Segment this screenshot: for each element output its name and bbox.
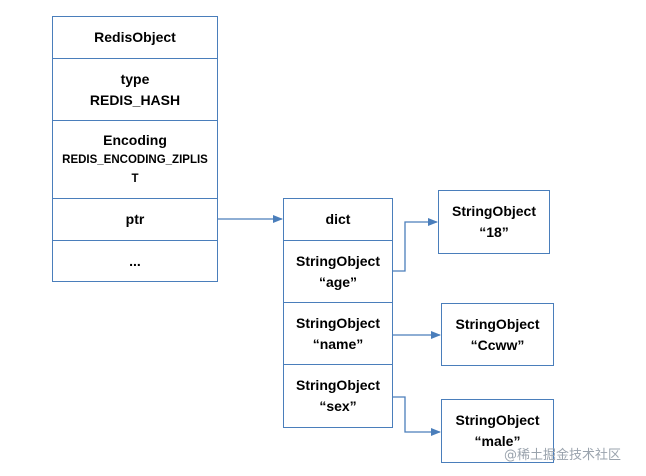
value-type: StringObject (451, 203, 536, 219)
redisobject-ptr-cell: ptr (52, 198, 218, 241)
encoding-value-line1: REDIS_ENCODING_ZIPLIS (62, 154, 208, 166)
ellipsis-label: ... (129, 252, 141, 269)
age-to-18-arrow (393, 218, 438, 272)
redisobject-title: RedisObject (94, 29, 176, 45)
dict-header: dict (283, 198, 393, 241)
dict-entry-name: StringObject “name” (283, 302, 393, 365)
value-object-ccww: StringObject “Ccww” (441, 303, 554, 366)
ptr-label: ptr (125, 211, 145, 227)
value-text: “18” (479, 224, 509, 240)
encoding-label: Encoding (103, 132, 167, 148)
entry-type: StringObject (295, 314, 380, 331)
type-label: type (120, 70, 150, 87)
dict-title: dict (325, 211, 351, 227)
entry-key: “age” (318, 273, 358, 290)
value-text: “Ccww” (470, 336, 525, 353)
value-object-18: StringObject “18” (438, 190, 550, 254)
redisobject-ellipsis-cell: ... (52, 240, 218, 282)
watermark-text: @稀土掘金技术社区 (504, 448, 622, 463)
value-type: StringObject (455, 315, 540, 332)
dict-entry-age: StringObject “age” (283, 240, 393, 303)
sex-to-male-arrow (393, 396, 441, 436)
redisobject-header: RedisObject (52, 16, 218, 59)
value-type: StringObject (455, 412, 540, 428)
value-text: “male” (474, 433, 521, 449)
entry-key: “name” (312, 335, 364, 352)
entry-type: StringObject (295, 377, 380, 393)
type-value: REDIS_HASH (89, 91, 181, 108)
redisobject-type-cell: type REDIS_HASH (52, 58, 218, 121)
value-object-male: StringObject “male” (441, 399, 554, 463)
dict-entry-sex: StringObject “sex” (283, 364, 393, 428)
entry-key: “sex” (319, 398, 357, 414)
entry-type: StringObject (295, 252, 380, 269)
encoding-value-line2: T (131, 173, 139, 185)
